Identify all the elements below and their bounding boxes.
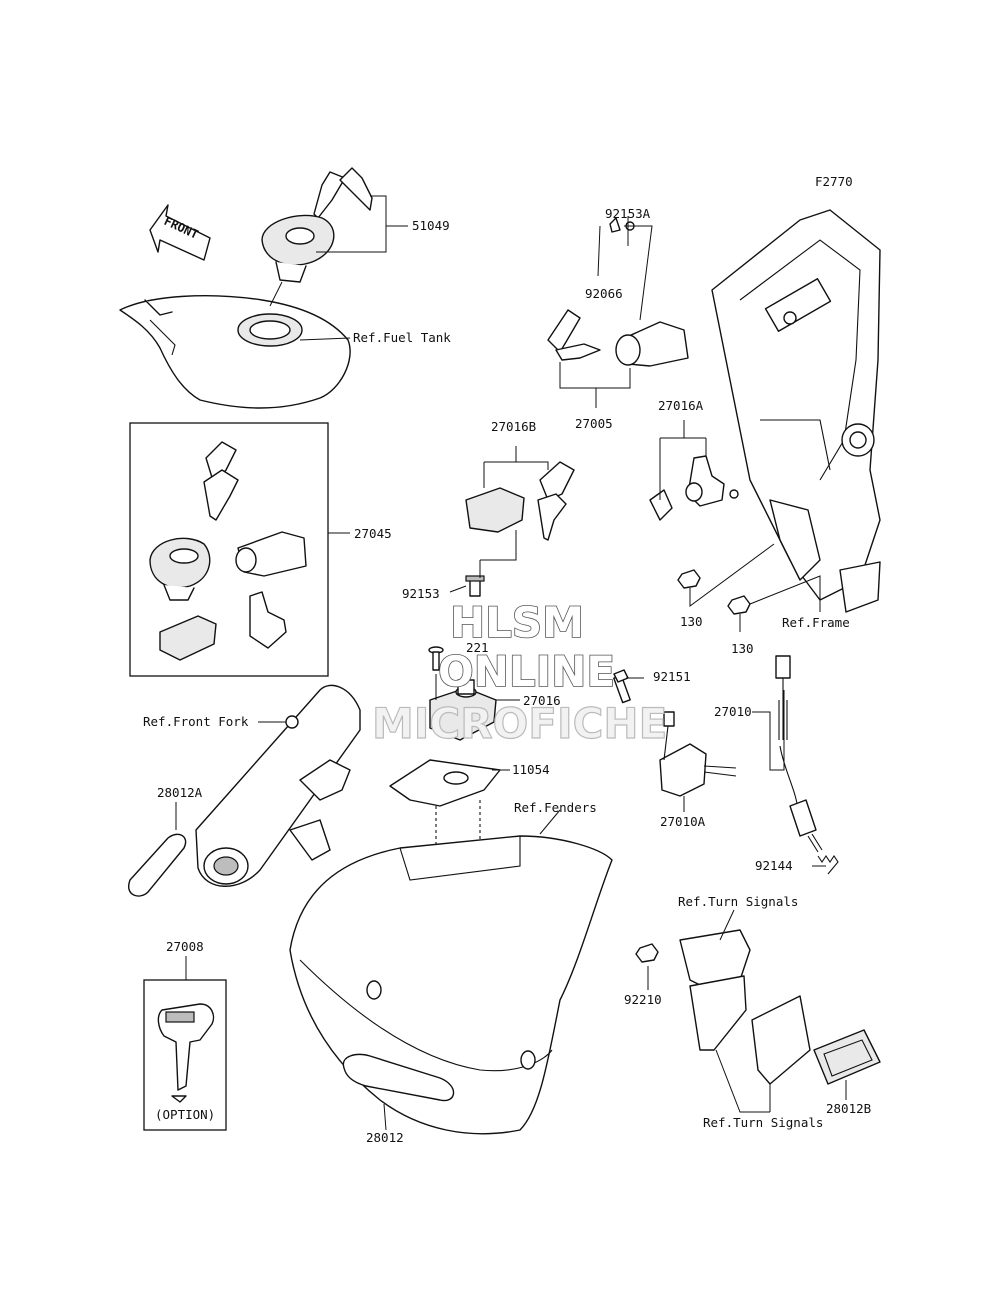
steering-lock-27016B (465, 461, 575, 541)
label-130b: 130 (731, 641, 754, 656)
reflector-28012B (813, 1029, 881, 1085)
label-28012A: 28012A (157, 785, 203, 800)
label-27016B: 27016B (491, 419, 536, 434)
frame-section (711, 209, 881, 613)
bolt-92153 (465, 575, 485, 597)
reflector-28012 (342, 1053, 455, 1102)
label-27016: 27016 (523, 693, 561, 708)
label-92066: 92066 (585, 286, 623, 301)
label-option: (OPTION) (155, 1107, 215, 1122)
front-arrow: FRONT (149, 204, 211, 261)
watermark-line2: ONLINE (438, 647, 615, 696)
label-92151: 92151 (653, 669, 691, 684)
label-92144: 92144 (755, 858, 793, 873)
blank-key (157, 1003, 215, 1103)
kit-contents (149, 441, 307, 661)
label-51049: 51049 (412, 218, 450, 233)
watermark-line1: HLSM (450, 598, 584, 647)
callout-labels: F2770 51049 Ref.Fuel Tank 92153A 92066 2… (143, 174, 871, 1145)
fuel-tank (119, 295, 351, 409)
label-27010A: 27010A (660, 814, 706, 829)
label-ref-frame: Ref.Frame (782, 615, 850, 630)
leader-lines (175, 195, 847, 1131)
label-27008: 27008 (166, 939, 204, 954)
label-92210: 92210 (624, 992, 662, 1007)
kit-box-27045 (129, 422, 329, 677)
label-ref-fenders: Ref.Fenders (514, 800, 597, 815)
bolt-92151 (613, 669, 631, 704)
nut-130a (677, 569, 701, 589)
label-92153A: 92153A (605, 206, 651, 221)
key-box-27008 (143, 979, 227, 1131)
label-130a: 130 (680, 614, 703, 629)
spring-92144 (817, 855, 839, 875)
label-27016A: 27016A (658, 398, 704, 413)
label-221: 221 (466, 640, 489, 655)
bracket-27016A (649, 455, 739, 521)
plate-11054 (389, 759, 501, 852)
ignition-switch (547, 217, 689, 367)
label-27045: 27045 (354, 526, 392, 541)
turn-signal-bracket (635, 929, 811, 1085)
reflector-28012A (128, 833, 187, 897)
switch-27010A (659, 711, 737, 797)
stop-switch-27010 (775, 655, 823, 853)
label-ref-turn-signals-top: Ref.Turn Signals (678, 894, 798, 909)
label-28012B: 28012B (826, 1101, 871, 1116)
label-27005: 27005 (575, 416, 613, 431)
nut-130b (727, 595, 751, 615)
label-92153: 92153 (402, 586, 440, 601)
label-ref-turn-signals-bottom: Ref.Turn Signals (703, 1115, 823, 1130)
label-27010: 27010 (714, 704, 752, 719)
label-11054: 11054 (512, 762, 550, 777)
front-fork (195, 684, 361, 887)
label-ref-front-fork: Ref.Front Fork (143, 714, 249, 729)
lock-27016 (429, 679, 497, 741)
fuel-cap-assembly (261, 167, 373, 283)
label-28012: 28012 (366, 1130, 404, 1145)
screw-221 (428, 646, 444, 671)
figure-code: F2770 (815, 174, 853, 189)
watermark-line3: MICROFICHE (372, 699, 667, 748)
watermark: HLSM ONLINE MICROFICHE (371, 597, 667, 748)
label-ref-fuel-tank: Ref.Fuel Tank (353, 330, 451, 345)
